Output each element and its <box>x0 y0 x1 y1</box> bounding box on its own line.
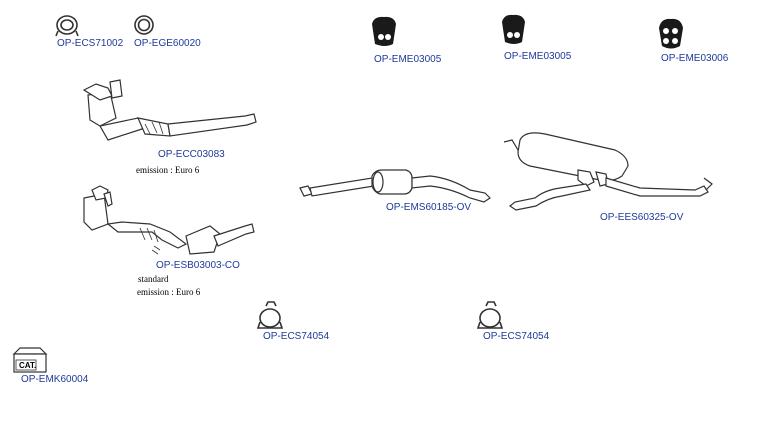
part-code-ees60325[interactable]: OP-EES60325-OV <box>600 212 684 223</box>
part-note: emission : Euro 6 <box>137 287 201 297</box>
part-code-ecs74054-a[interactable]: OP-ECS74054 <box>263 331 330 342</box>
front-pipe-icon[interactable] <box>83 185 255 255</box>
gasket-icon[interactable] <box>134 15 154 35</box>
cat-label: CAT. <box>19 361 36 370</box>
part-note: standard <box>138 274 169 284</box>
rubber-hanger-icon[interactable] <box>372 16 396 46</box>
part-code-ecc03083[interactable]: OP-ECC03083 <box>158 149 225 160</box>
middle-silencer-icon[interactable] <box>299 169 491 203</box>
part-code-eme03005-a[interactable]: OP-EME03005 <box>374 54 442 65</box>
part-code-ecs74054-b[interactable]: OP-ECS74054 <box>483 331 550 342</box>
clamp-icon[interactable] <box>256 301 284 329</box>
clamp-icon[interactable] <box>476 301 504 329</box>
catalytic-converter-icon[interactable] <box>82 79 257 141</box>
mounting-kit-icon[interactable]: CAT. <box>12 347 48 373</box>
clamp-icon[interactable] <box>55 15 79 37</box>
part-code-ems60185[interactable]: OP-EMS60185-OV <box>386 202 472 213</box>
part-code-eme03006[interactable]: OP-EME03006 <box>661 53 729 64</box>
rubber-hanger-icon[interactable] <box>502 14 525 44</box>
part-code-ege60020[interactable]: OP-EGE60020 <box>134 38 201 49</box>
rubber-hanger-icon[interactable] <box>659 18 683 49</box>
rear-silencer-icon[interactable] <box>503 132 713 211</box>
part-code-emk60004[interactable]: OP-EMK60004 <box>21 374 89 385</box>
part-note: emission : Euro 6 <box>136 165 200 175</box>
part-code-ecs71002[interactable]: OP-ECS71002 <box>57 38 124 49</box>
part-code-eme03005-b[interactable]: OP-EME03005 <box>504 51 572 62</box>
part-code-esb03003[interactable]: OP-ESB03003-CO <box>156 260 240 271</box>
